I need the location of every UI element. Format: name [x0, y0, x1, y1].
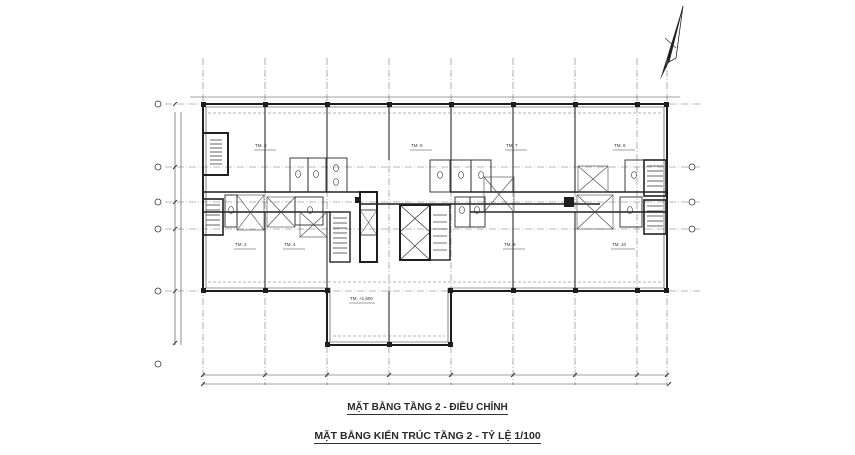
room-label-tm9: TM. 9 — [504, 242, 516, 247]
outer-walls — [202, 103, 668, 346]
void-openings — [236, 165, 614, 238]
toilet-blocks — [224, 157, 645, 228]
room-label-tm7: TM. 7 — [506, 143, 518, 148]
dimension-lines — [174, 96, 680, 385]
beam-lines — [208, 112, 662, 337]
elevator-core — [359, 191, 451, 263]
room-label-tm5: TM. 5 — [411, 143, 423, 148]
outer-wall-inner-line — [205, 106, 665, 343]
room-label-underlines — [234, 149, 635, 304]
room-label-tm8: TM. 8 — [614, 143, 626, 148]
title-text: MẶT BẰNG KIẾN TRÚC TẦNG 2 - TỶ LỆ 1/100 — [314, 430, 541, 444]
drawing-title: MẶT BẰNG KIẾN TRÚC TẦNG 2 - TỶ LỆ 1/100 — [0, 430, 855, 444]
dimension-ticks — [172, 101, 672, 387]
room-label-lobby: TM. +1.600 — [350, 296, 373, 301]
room-label-tm2: TM. 2 — [235, 242, 247, 247]
north-arrow-icon — [660, 5, 684, 80]
room-labels: TM. 3 TM. 5 TM. 7 TM. 8 TM. 2 TM. 4 TM. … — [235, 143, 627, 301]
structural-columns — [201, 102, 669, 347]
room-label-tm10: TM. 10 — [612, 242, 627, 247]
subtitle-text: MẶT BẰNG TẦNG 2 - ĐIỀU CHỈNH — [347, 402, 508, 415]
room-label-tm3: TM. 3 — [255, 143, 267, 148]
room-partitions — [264, 104, 576, 345]
room-label-tm4: TM. 4 — [284, 242, 296, 247]
stair-core — [202, 132, 667, 263]
drawing-subtitle: MẶT BẰNG TẦNG 2 - ĐIỀU CHỈNH — [0, 402, 855, 415]
axis-markers — [154, 100, 696, 368]
toilet-fixtures — [228, 164, 637, 214]
